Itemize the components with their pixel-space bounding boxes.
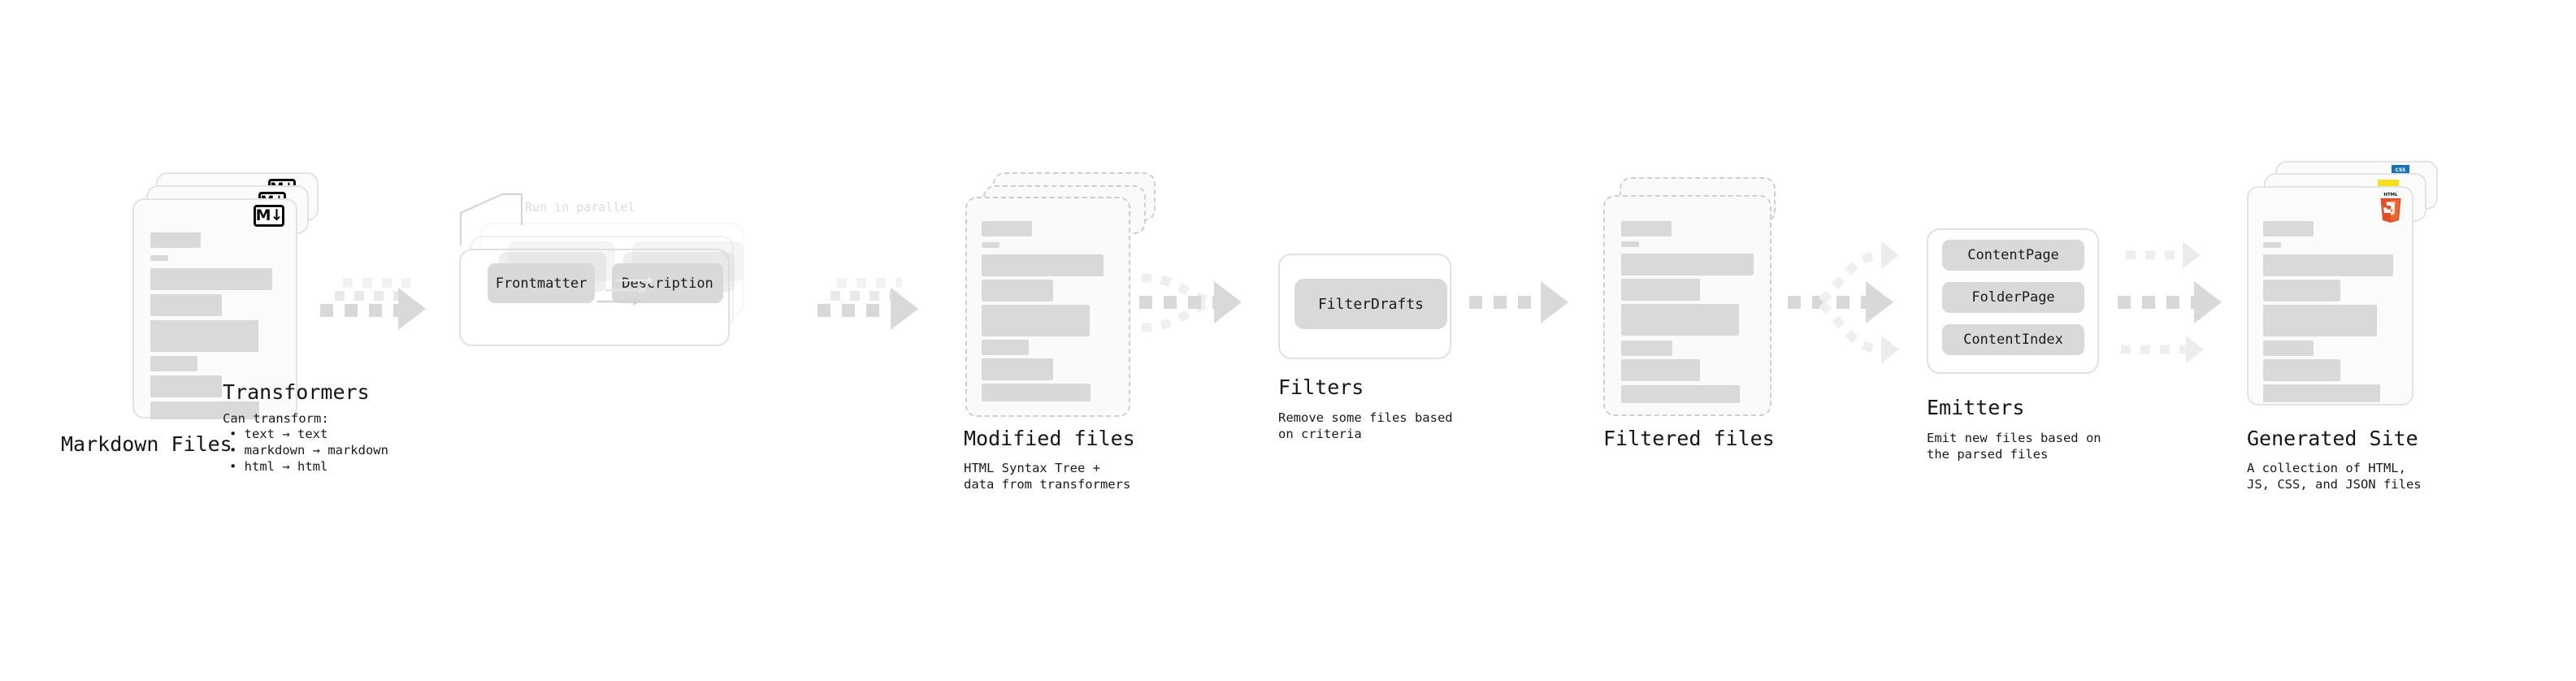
doc-line bbox=[2263, 384, 2380, 402]
stage-title-modified-files: Modified files bbox=[964, 427, 1135, 450]
filter-pill-filterdrafts[interactable]: FilterDrafts bbox=[1295, 279, 1447, 329]
doc-line bbox=[982, 305, 1090, 336]
emitter-pill-folderpage[interactable]: FolderPage bbox=[1942, 282, 2084, 313]
doc-line bbox=[982, 280, 1053, 301]
transformers-bullet-2: • html → html bbox=[229, 459, 328, 474]
transformer-pill-frontmatter[interactable]: Frontmatter bbox=[488, 263, 595, 303]
arrow-transformers-to-modified bbox=[817, 278, 918, 330]
doc-line bbox=[1621, 304, 1739, 336]
doc-line bbox=[1621, 359, 1700, 381]
doc-line bbox=[150, 255, 168, 261]
doc-line bbox=[2263, 254, 2393, 276]
doc-line bbox=[2263, 242, 2281, 248]
doc-line bbox=[150, 268, 272, 290]
transformers-subtitle: Can transform: bbox=[223, 411, 329, 426]
doc-line bbox=[1621, 221, 1672, 236]
doc-line bbox=[982, 340, 1029, 355]
arrow-md-to-transformers bbox=[320, 278, 426, 330]
filters-subtitle: Remove some files based on criteria bbox=[1278, 410, 1453, 441]
doc-line bbox=[982, 221, 1032, 236]
doc-line bbox=[150, 320, 258, 352]
transformers-bullet-0: • text → text bbox=[229, 427, 328, 441]
stage-title-transformers: Transformers bbox=[223, 380, 370, 404]
doc-line bbox=[982, 254, 1104, 276]
doc-line bbox=[2263, 359, 2340, 381]
doc-line bbox=[1621, 241, 1639, 247]
arrow-filtered-to-emitters bbox=[1788, 241, 1899, 363]
transformer-pill-description[interactable]: Description bbox=[612, 263, 723, 303]
doc-line bbox=[1621, 385, 1740, 403]
svg-text:HTML: HTML bbox=[2383, 193, 2398, 197]
doc-line bbox=[2263, 305, 2377, 336]
generated-site-subtitle: A collection of HTML, JS, CSS, and JSON … bbox=[2247, 461, 2422, 492]
stage-title-generated-site: Generated Site bbox=[2247, 427, 2418, 450]
arrow-emitters-to-site bbox=[2118, 241, 2222, 363]
doc-line bbox=[2263, 280, 2340, 301]
doc-line bbox=[150, 356, 197, 371]
doc-line bbox=[2263, 221, 2314, 236]
stage-title-markdown-files: Markdown Files bbox=[61, 432, 232, 456]
doc-line bbox=[982, 242, 1000, 248]
emitter-pill-contentindex[interactable]: ContentIndex bbox=[1942, 324, 2084, 355]
emitters-subtitle: Emit new files based on the parsed files bbox=[1927, 431, 2101, 462]
doc-line bbox=[1621, 340, 1672, 356]
transformers-bullet-1: • markdown → markdown bbox=[229, 443, 388, 458]
doc-line bbox=[982, 384, 1091, 401]
doc-line bbox=[2263, 340, 2314, 356]
doc-line bbox=[1621, 254, 1754, 275]
doc-line bbox=[150, 232, 201, 248]
doc-line bbox=[150, 294, 222, 316]
emitter-pill-contentpage[interactable]: ContentPage bbox=[1942, 240, 2084, 271]
markdown-badge-front: M↓ bbox=[254, 205, 284, 227]
arrow-modified-to-filters bbox=[1139, 273, 1242, 332]
stage-title-filters: Filters bbox=[1278, 375, 1364, 399]
run-in-parallel-label: Run in parallel bbox=[525, 200, 635, 215]
doc-line bbox=[150, 375, 222, 397]
doc-line bbox=[1621, 279, 1700, 301]
doc-line bbox=[150, 401, 259, 419]
stage-title-emitters: Emitters bbox=[1927, 396, 2025, 419]
modified-files-subtitle: HTML Syntax Tree + data from transformer… bbox=[964, 461, 1131, 492]
html5-icon: HTML bbox=[2380, 193, 2401, 223]
doc-line bbox=[982, 358, 1053, 380]
arrow-filters-to-filtered bbox=[1469, 281, 1568, 323]
stage-title-filtered-files: Filtered files bbox=[1603, 427, 1775, 450]
css3-icon: CSS bbox=[2392, 165, 2409, 176]
